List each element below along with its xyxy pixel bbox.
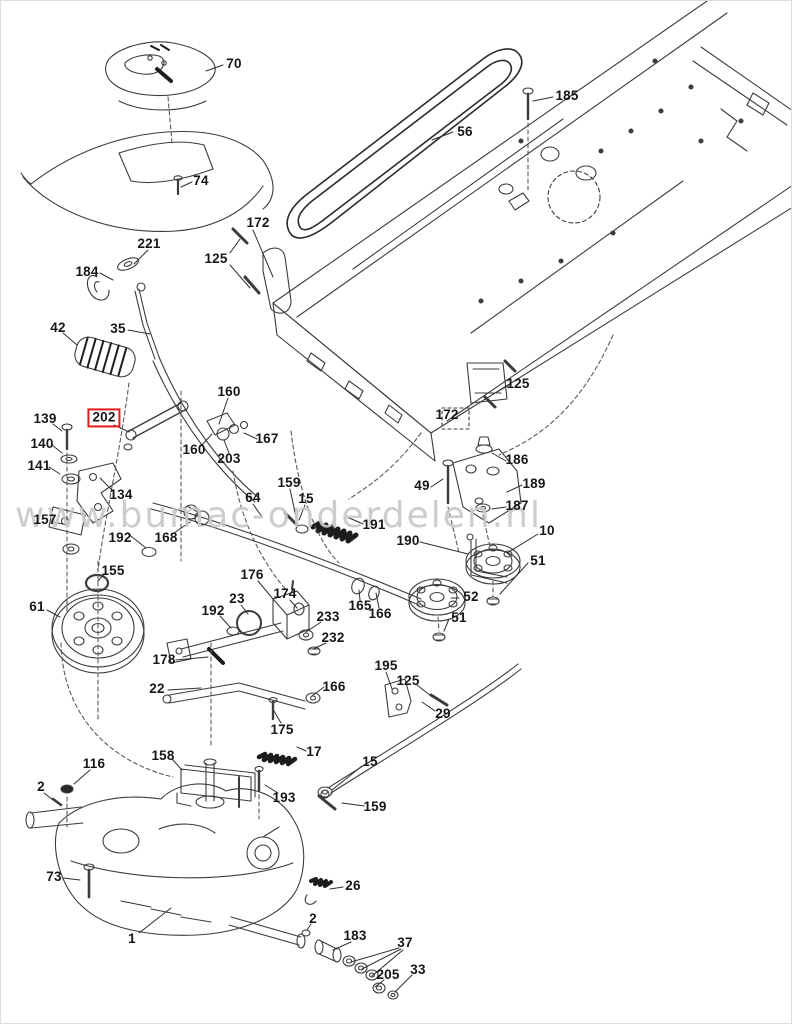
part-label-166: 166	[368, 605, 392, 621]
part-label-26: 26	[345, 877, 361, 893]
part-label-52: 52	[463, 588, 479, 604]
part-label-172: 172	[435, 406, 459, 422]
part-label-64: 64	[245, 489, 261, 505]
part-label-184: 184	[75, 263, 99, 279]
part-label-160: 160	[182, 441, 206, 457]
part-label-1: 1	[128, 930, 136, 946]
part-label-191: 191	[362, 516, 386, 532]
part-label-189: 189	[522, 475, 546, 491]
part-label-74: 74	[193, 172, 209, 188]
part-label-134: 134	[109, 486, 133, 502]
part-label-61: 61	[29, 598, 45, 614]
frame-art	[231, 1, 791, 462]
part-label-186: 186	[505, 451, 529, 467]
part-label-176: 176	[240, 566, 264, 582]
part-label-125: 125	[396, 672, 420, 688]
part-label-2: 2	[37, 778, 45, 794]
part-label-37: 37	[397, 934, 413, 950]
part-label-202: 202	[87, 408, 121, 428]
part-label-192: 192	[108, 529, 132, 545]
part-label-233: 233	[316, 608, 340, 624]
part-label-178: 178	[152, 651, 176, 667]
part-label-203: 203	[217, 450, 241, 466]
part-label-174: 174	[273, 585, 297, 601]
part-label-175: 175	[270, 721, 294, 737]
idler-arm-art	[162, 580, 522, 811]
transaxle-art	[25, 758, 399, 1000]
part-label-49: 49	[414, 477, 430, 493]
part-label-125: 125	[506, 375, 530, 391]
part-label-51: 51	[451, 609, 467, 625]
part-label-159: 159	[277, 474, 301, 490]
fender-art	[20, 41, 274, 232]
pedal-art	[74, 257, 422, 606]
part-label-155: 155	[101, 562, 125, 578]
part-label-193: 193	[272, 789, 296, 805]
part-label-70: 70	[226, 55, 242, 71]
part-label-15: 15	[298, 490, 314, 506]
part-label-56: 56	[457, 123, 473, 139]
part-label-195: 195	[374, 657, 398, 673]
part-label-22: 22	[149, 680, 165, 696]
left-pulley-art	[48, 423, 157, 674]
part-label-157: 157	[33, 511, 57, 527]
part-label-141: 141	[27, 457, 51, 473]
part-label-232: 232	[321, 629, 345, 645]
part-label-15: 15	[362, 753, 378, 769]
part-label-140: 140	[30, 435, 54, 451]
part-label-167: 167	[255, 430, 279, 446]
part-label-221: 221	[137, 235, 161, 251]
part-label-187: 187	[505, 497, 529, 513]
part-label-116: 116	[82, 755, 106, 771]
part-label-159: 159	[363, 798, 387, 814]
part-label-29: 29	[435, 705, 451, 721]
part-label-172: 172	[246, 214, 270, 230]
part-label-10: 10	[539, 522, 555, 538]
part-label-166: 166	[322, 678, 346, 694]
dashed-guides	[60, 96, 614, 828]
part-label-23: 23	[229, 590, 245, 606]
part-label-35: 35	[110, 320, 126, 336]
part-label-165: 165	[348, 597, 372, 613]
part-label-125: 125	[204, 250, 228, 266]
part-label-42: 42	[50, 319, 66, 335]
part-label-168: 168	[154, 529, 178, 545]
leader-lines	[43, 64, 554, 993]
part-label-205: 205	[376, 966, 400, 982]
part-label-17: 17	[306, 743, 322, 759]
part-label-51: 51	[530, 552, 546, 568]
part-label-160: 160	[217, 383, 241, 399]
part-label-33: 33	[410, 961, 426, 977]
part-label-139: 139	[33, 410, 57, 426]
part-label-192: 192	[201, 602, 225, 618]
belt-art	[286, 48, 523, 239]
part-label-190: 190	[396, 532, 420, 548]
part-label-158: 158	[151, 747, 175, 763]
part-label-183: 183	[343, 927, 367, 943]
part-label-2: 2	[309, 910, 317, 926]
idler-pulleys-art	[408, 436, 522, 642]
part-label-185: 185	[555, 87, 579, 103]
part-label-73: 73	[46, 868, 62, 884]
